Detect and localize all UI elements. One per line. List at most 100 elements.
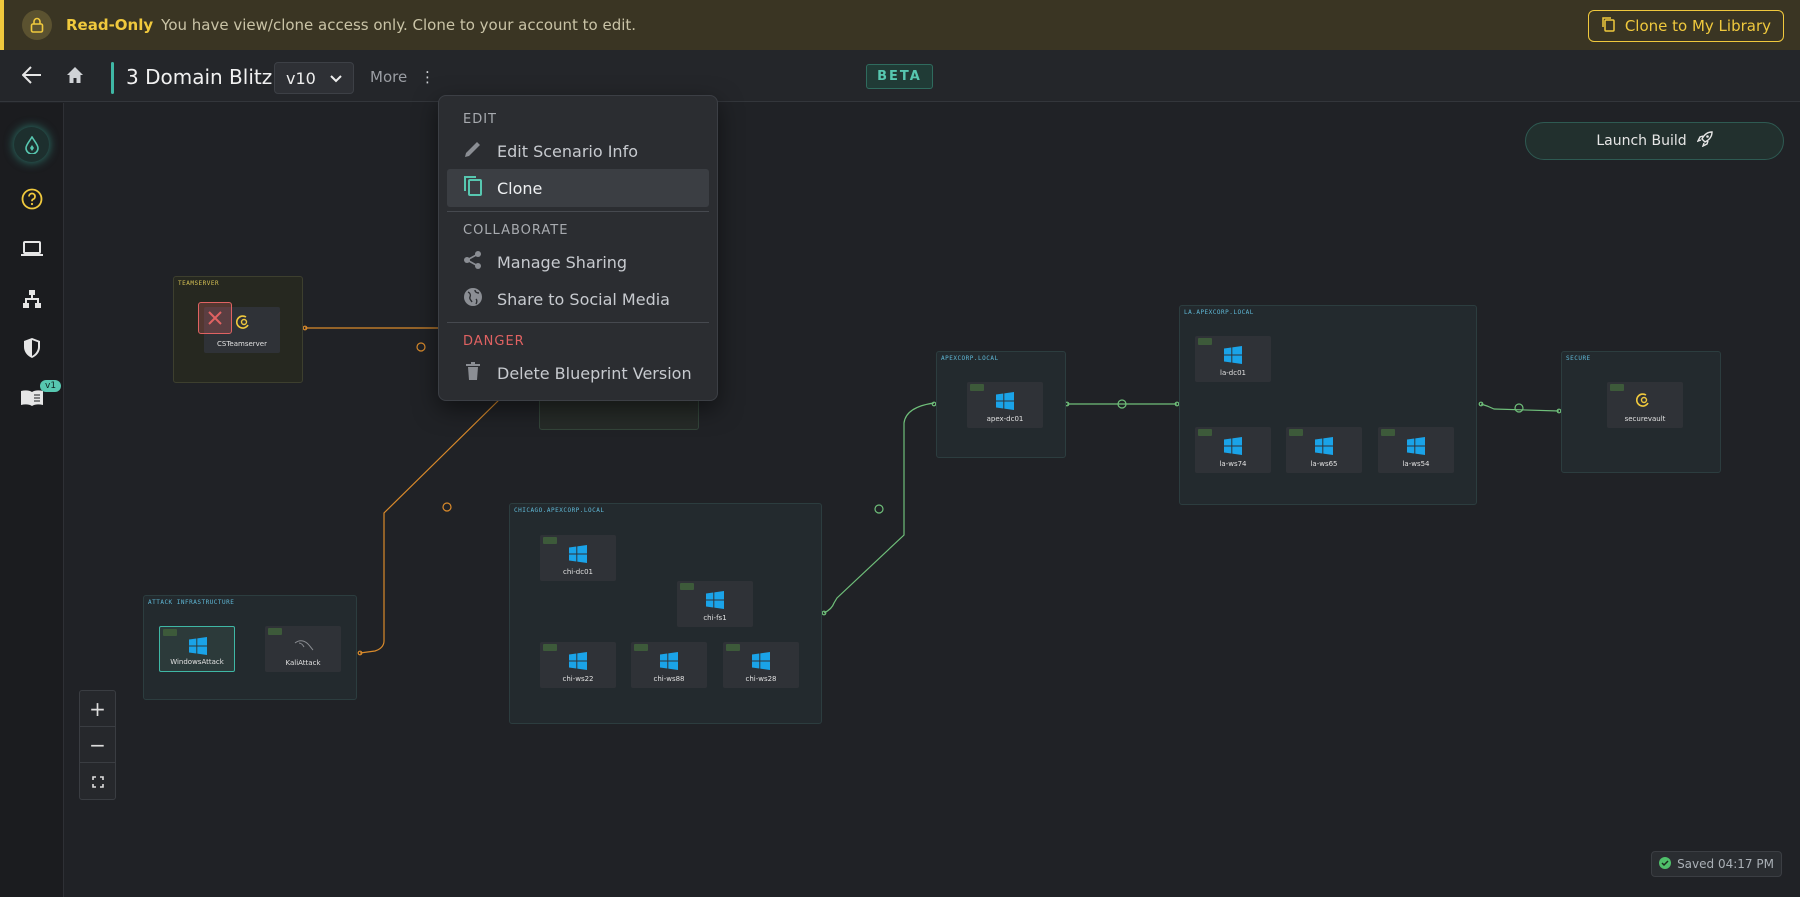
node-label: KaliAttack bbox=[285, 659, 321, 667]
windows-icon bbox=[569, 545, 587, 567]
app-logo-icon[interactable] bbox=[14, 127, 49, 162]
menu-item-clone[interactable]: Clone bbox=[447, 169, 709, 207]
node-label: WindowsAttack bbox=[170, 658, 224, 666]
menu-heading-edit: EDIT bbox=[463, 112, 497, 127]
node-la-dc01[interactable]: la-dc01 bbox=[1195, 336, 1271, 382]
share-icon bbox=[463, 250, 483, 274]
group-label: CHICAGO.APEXCORP.LOCAL bbox=[514, 507, 605, 514]
connection-edges bbox=[302, 325, 1562, 656]
pencil-icon bbox=[463, 139, 483, 163]
title-divider bbox=[111, 62, 114, 94]
node-windowsattack[interactable]: WindowsAttack bbox=[159, 626, 235, 672]
book-icon[interactable] bbox=[17, 383, 47, 413]
node-label: securevault bbox=[1624, 415, 1666, 423]
group-label: ATTACK INFRASTRUCTURE bbox=[148, 599, 235, 606]
windows-icon bbox=[996, 392, 1014, 414]
version-select[interactable]: v10 bbox=[274, 62, 354, 94]
node-label: la-ws65 bbox=[1310, 460, 1338, 468]
menu-item-label: Share to Social Media bbox=[497, 289, 670, 309]
node-csteamserver[interactable]: CSTeamserver bbox=[204, 307, 280, 353]
group-label: TEAMSERVER bbox=[178, 280, 220, 287]
read-only-label: Read-Only bbox=[66, 16, 154, 34]
node-chi-ws28[interactable]: chi-ws28 bbox=[723, 642, 799, 688]
windows-icon bbox=[1407, 437, 1425, 459]
node-la-ws54[interactable]: la-ws54 bbox=[1378, 427, 1454, 473]
trash-icon bbox=[463, 361, 483, 385]
menu-item-label: Clone bbox=[497, 178, 543, 198]
more-dropdown-menu: EDIT Edit Scenario Info Clone COLLABORAT… bbox=[438, 95, 718, 401]
node-la-ws65[interactable]: la-ws65 bbox=[1286, 427, 1362, 473]
menu-item-label: Delete Blueprint Version bbox=[497, 363, 692, 383]
group-la-apexcorp-local[interactable]: LA.APEXCORP.LOCAL la-dc01 la-ws74 la-ws6… bbox=[1179, 305, 1477, 505]
page-title: 3 Domain Blitz! bbox=[126, 65, 281, 89]
node-securevault[interactable]: securevault bbox=[1607, 382, 1683, 428]
node-kaliattack[interactable]: KaliAttack bbox=[265, 626, 341, 672]
clone-to-library-label: Clone to My Library bbox=[1624, 17, 1771, 35]
launch-build-label: Launch Build bbox=[1596, 133, 1687, 149]
node-label: la-ws54 bbox=[1402, 460, 1430, 468]
menu-divider bbox=[447, 211, 709, 212]
windows-icon bbox=[752, 652, 770, 674]
more-menu-button[interactable]: More ⋮ bbox=[370, 68, 435, 86]
fit-view-button[interactable] bbox=[80, 763, 115, 799]
error-x-icon bbox=[198, 302, 232, 334]
group-teamserver[interactable]: TEAMSERVER CSTeamserver bbox=[173, 276, 303, 383]
node-chi-fs1[interactable]: chi-fs1 bbox=[677, 581, 753, 627]
blueprint-canvas[interactable]: TEAMSERVER CSTeamserver ATTACK INFRASTRU… bbox=[64, 103, 1800, 897]
copy-icon bbox=[1601, 16, 1615, 36]
beta-badge: BETA bbox=[866, 64, 933, 89]
more-label: More bbox=[370, 68, 408, 86]
edge-chicago-apex bbox=[823, 402, 935, 614]
zoom-controls: + − bbox=[79, 690, 116, 800]
edge-la-secure bbox=[1480, 403, 1560, 412]
node-la-ws74[interactable]: la-ws74 bbox=[1195, 427, 1271, 473]
group-label: SECURE bbox=[1566, 355, 1591, 362]
menu-heading-danger: DANGER bbox=[463, 334, 525, 349]
laptop-icon[interactable] bbox=[17, 234, 47, 264]
node-label: apex-dc01 bbox=[986, 415, 1024, 423]
node-chi-ws88[interactable]: chi-ws88 bbox=[631, 642, 707, 688]
menu-item-share-social-media[interactable]: Share to Social Media bbox=[447, 280, 709, 318]
back-arrow-icon[interactable] bbox=[21, 66, 42, 88]
network-topology-icon[interactable] bbox=[17, 284, 47, 314]
menu-item-label: Edit Scenario Info bbox=[497, 141, 638, 161]
node-label: la-ws74 bbox=[1219, 460, 1247, 468]
debian-icon bbox=[235, 314, 252, 334]
windows-icon bbox=[660, 652, 678, 674]
node-label: la-dc01 bbox=[1220, 369, 1246, 377]
check-circle-icon bbox=[1659, 856, 1672, 872]
node-label: chi-ws28 bbox=[745, 675, 777, 683]
version-badge: v1 bbox=[40, 380, 62, 392]
read-only-message: You have view/clone access only. Clone t… bbox=[161, 16, 637, 34]
zoom-in-button[interactable]: + bbox=[80, 691, 115, 727]
windows-icon bbox=[1315, 437, 1333, 459]
group-label: LA.APEXCORP.LOCAL bbox=[1184, 309, 1254, 316]
lock-icon bbox=[22, 10, 52, 40]
home-icon[interactable] bbox=[66, 66, 84, 88]
group-chicago-apexcorp-local[interactable]: CHICAGO.APEXCORP.LOCAL chi-dc01 chi-fs1 … bbox=[509, 503, 822, 724]
plus-icon: + bbox=[89, 696, 106, 721]
clone-to-library-button[interactable]: Clone to My Library bbox=[1587, 10, 1784, 42]
node-chi-dc01[interactable]: chi-dc01 bbox=[540, 535, 616, 581]
windows-icon bbox=[1224, 437, 1242, 459]
menu-item-manage-sharing[interactable]: Manage Sharing bbox=[447, 243, 709, 281]
node-chi-ws22[interactable]: chi-ws22 bbox=[540, 642, 616, 688]
sidebar: v1 bbox=[0, 103, 64, 897]
help-icon[interactable] bbox=[17, 184, 47, 214]
saved-label: Saved 04:17 PM bbox=[1677, 857, 1774, 871]
launch-build-button[interactable]: Launch Build bbox=[1525, 122, 1784, 160]
top-bar: 3 Domain Blitz! v10 More ⋮ BETA bbox=[0, 50, 1800, 102]
group-apexcorp-local[interactable]: APEXCORP.LOCAL apex-dc01 bbox=[936, 351, 1066, 458]
edge-attack bbox=[359, 397, 502, 654]
group-secure[interactable]: SECURE securevault bbox=[1561, 351, 1721, 473]
windows-icon bbox=[569, 652, 587, 674]
group-attack-infrastructure[interactable]: ATTACK INFRASTRUCTURE WindowsAttack Kali… bbox=[143, 595, 357, 700]
shield-icon[interactable] bbox=[17, 333, 47, 363]
debian-icon bbox=[1635, 392, 1652, 412]
menu-item-edit-scenario-info[interactable]: Edit Scenario Info bbox=[447, 132, 709, 170]
copy-icon bbox=[463, 175, 483, 201]
node-apex-dc01[interactable]: apex-dc01 bbox=[967, 382, 1043, 428]
chevron-down-icon bbox=[330, 75, 342, 83]
zoom-out-button[interactable]: − bbox=[80, 727, 115, 763]
menu-item-delete-blueprint-version[interactable]: Delete Blueprint Version bbox=[447, 354, 709, 392]
